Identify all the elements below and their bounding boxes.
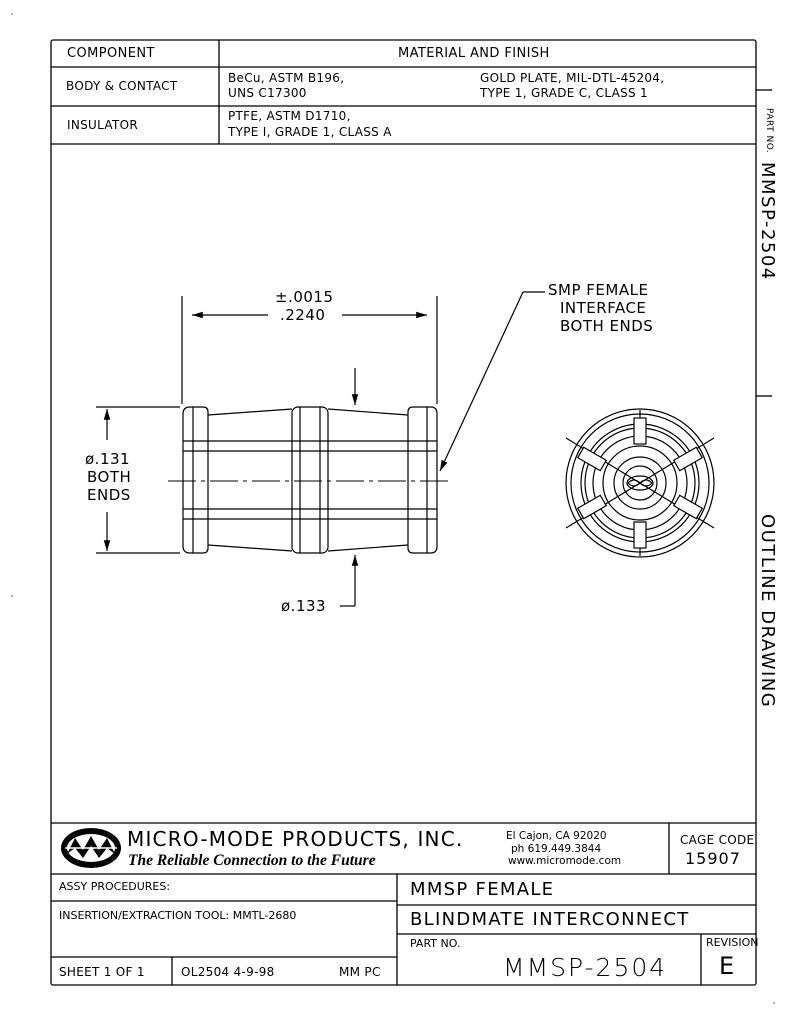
title-line-2: BLINDMATE INTERCONNECT [410,909,690,930]
callout-line-3: BOTH ENDS [560,317,654,335]
revision-letter: E [719,952,735,980]
body-material-line-2: UNS C17300 [228,86,307,100]
cage-code: 15907 [685,849,741,868]
insulator-material-line-1: PTFE, ASTM D1710, [228,109,351,123]
title-line-1: MMSP FEMALE [410,879,555,900]
insertion-extraction-tool: INSERTION/EXTRACTION TOOL: MMTL-2680 [59,909,297,922]
tolerance-label: ±.0015 [275,288,334,306]
revision-label: REVISION [706,936,759,949]
micro-mode-logo [61,828,121,868]
diameter-131-note-2: ENDS [87,486,131,504]
callout-line-2: INTERFACE [560,299,647,317]
callout-line-1: SMP FEMALE [548,281,649,299]
address-line-1: El Cajon, CA 92020 [506,830,607,842]
drawing-reference: OL2504 4-9-98 [181,965,275,979]
diameter-131-note-1: BOTH [87,468,132,486]
header-component: COMPONENT [67,46,155,61]
assy-procedures-label: ASSY PROCEDURES: [59,880,171,893]
company-tagline: The Reliable Connection to the Future [128,852,376,869]
header-material-finish: MATERIAL AND FINISH [398,46,550,61]
body-finish-line-1: GOLD PLATE, MIL-DTL-45204, [480,71,665,85]
insulator-label: INSULATOR [67,118,138,132]
body-contact-label: BODY & CONTACT [66,79,178,93]
part-no-label: PART NO. [410,937,461,950]
diameter-133: ø.133 [281,597,327,615]
diameter-131: ø.131 [85,450,131,468]
part-number: MMSP-2504 [503,953,668,982]
cage-code-label: CAGE CODE [680,833,755,847]
body-material-line-1: BeCu, ASTM B196, [228,71,345,85]
body-finish-line-2: TYPE 1, GRADE C, CLASS 1 [480,86,648,100]
address-line-3: www.micromode.com [508,855,622,867]
insulator-material-line-2: TYPE I, GRADE 1, CLASS A [228,125,392,139]
address-line-2: ph 619.449.3844 [511,843,602,855]
sheet-number: SHEET 1 OF 1 [59,965,145,979]
length-dimension: .2240 [280,306,326,324]
company-name: MICRO-MODE PRODUCTS, INC. [127,827,464,851]
drafter-initials: MM PC [339,965,381,979]
